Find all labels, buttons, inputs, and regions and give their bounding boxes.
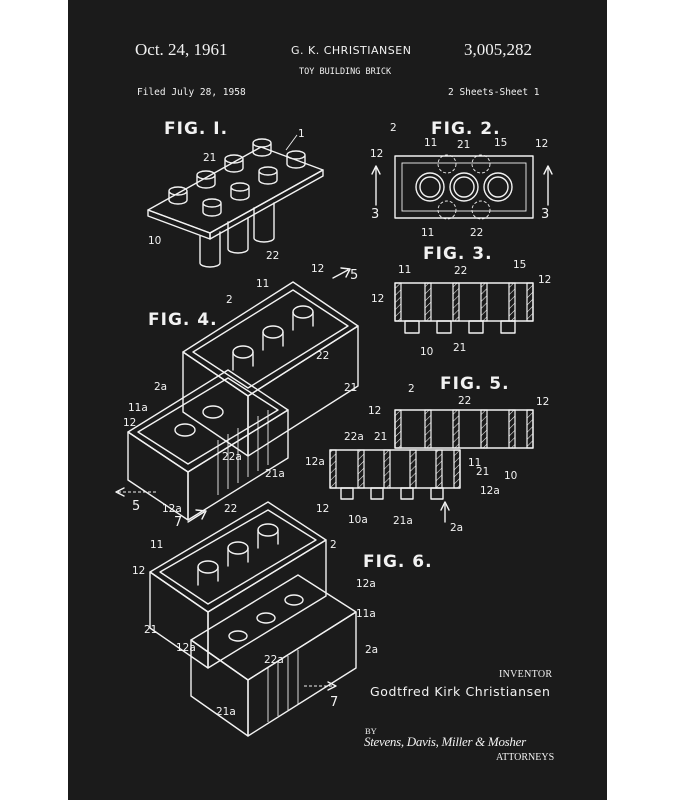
- fig4-ref-5-top: 5: [350, 268, 358, 283]
- fig5-section-stack: FIG. 5.: [305, 374, 549, 534]
- fig1-stud: [168, 186, 188, 205]
- fig4-ref-21: 21: [344, 382, 357, 394]
- fig3-ref-21: 21: [453, 342, 466, 354]
- fig2-ref-15: 15: [494, 137, 507, 149]
- fig2-ref-11-top: 11: [424, 137, 437, 149]
- sheet-count: 2 Sheets-Sheet 1: [448, 87, 540, 98]
- fig1-stud: [196, 170, 216, 189]
- attorneys-signature: Stevens, Davis, Miller & Mosher: [364, 734, 526, 749]
- fig5-ref-2a: 2a: [450, 522, 463, 534]
- fig5-ref-12-left: 12: [368, 405, 381, 417]
- fig4-ref-21a: 21a: [265, 468, 285, 480]
- fig5-ref-12-right: 12: [536, 396, 549, 408]
- fig6-ref-12: 12: [316, 503, 329, 515]
- fig6-ref-12-left: 12: [132, 565, 145, 577]
- fig6-ref-11a: 11a: [356, 608, 376, 620]
- fig6-ref-2: 2: [330, 539, 337, 551]
- fig5-ref-21: 21: [476, 466, 489, 478]
- patent-sheet: Oct. 24, 1961 G. K. CHRISTIANSEN 3,005,2…: [68, 0, 607, 800]
- filed-date: Filed July 28, 1958: [137, 87, 246, 98]
- patent-date: Oct. 24, 1961: [135, 40, 228, 59]
- fig5-ref-2: 2: [408, 383, 415, 395]
- inventor-full-name: Godtfred Kirk Christiansen: [370, 684, 551, 699]
- fig3-ref-12-right: 12: [538, 274, 551, 286]
- fig4-ref-22a: 22a: [222, 451, 242, 463]
- fig1-ref-10: 10: [148, 235, 161, 247]
- inventor-label: INVENTOR: [499, 669, 553, 680]
- fig6-ref-11: 11: [150, 539, 163, 551]
- fig2-ref-21: 21: [457, 139, 470, 151]
- fig1-stud: [230, 182, 250, 201]
- fig2-ref-12-left: 12: [370, 148, 383, 160]
- patent-drawings: FIG. I. 21 1 10 22 FIG. 2.: [115, 119, 553, 737]
- fig1-label: FIG. I.: [164, 119, 228, 139]
- fig2-label: FIG. 2.: [431, 119, 501, 139]
- fig2-ref-12-right: 12: [535, 138, 548, 150]
- fig5-ref-12a-left: 12a: [305, 456, 325, 468]
- fig1-stud: [258, 166, 278, 185]
- patent-number: 3,005,282: [464, 40, 532, 59]
- fig2-ref-11-bottom: 11: [421, 227, 434, 239]
- fig1-ref-22: 22: [266, 250, 279, 262]
- fig6-ref-21: 21: [144, 624, 157, 636]
- fig4-ref-12: 12: [311, 263, 324, 275]
- fig2-ref-2: 2: [390, 122, 397, 134]
- fig5-ref-21: 21: [374, 431, 387, 443]
- by-label: BY: [365, 726, 377, 736]
- fig1-stud: [224, 154, 244, 173]
- fig3-ref-22: 22: [454, 265, 467, 277]
- fig6-ref-21a: 21a: [216, 706, 236, 718]
- fig1-ref-21: 21: [203, 152, 216, 164]
- fig2-top-view: FIG. 2. 3 3 2 12 12 11 21 15 11: [370, 119, 553, 239]
- inventor-header: G. K. CHRISTIANSEN: [291, 44, 412, 57]
- fig4-ref-11a: 11a: [128, 402, 148, 414]
- fig3-label: FIG. 3.: [423, 244, 493, 264]
- fig6-ref-7-top: 7: [174, 515, 182, 530]
- fig5-ref-10a: 10a: [348, 514, 368, 526]
- fig3-section-view: FIG. 3. 11 22 15 12 12 10 21: [371, 244, 551, 358]
- fig2-ref-3-left: 3: [371, 207, 379, 222]
- patent-title: TOY BUILDING BRICK: [299, 67, 392, 77]
- fig1-stud: [286, 150, 306, 169]
- fig5-ref-10: 10: [504, 470, 517, 482]
- fig6-ref-12a-left: 12a: [176, 642, 196, 654]
- fig1-brick-drawing: FIG. I. 21 1 10 22: [147, 119, 324, 268]
- fig1-stud: [202, 198, 222, 217]
- fig4-ref-12: 12: [123, 417, 136, 429]
- fig2-ref-3-right: 3: [541, 207, 549, 222]
- fig6-ref-22: 22: [224, 503, 237, 515]
- fig6-ref-22a: 22a: [264, 654, 284, 666]
- fig4-ref-2a: 2a: [154, 381, 167, 393]
- fig5-ref-11: 11: [468, 457, 481, 469]
- fig2-ref-22: 22: [470, 227, 483, 239]
- fig3-ref-15: 15: [513, 259, 526, 271]
- fig3-ref-11: 11: [398, 264, 411, 276]
- fig4-stacked-bricks: FIG. 4.: [115, 263, 359, 521]
- fig4-ref-2: 2: [226, 294, 233, 306]
- fig3-ref-10: 10: [420, 346, 433, 358]
- fig4-ref-11: 11: [256, 278, 269, 290]
- fig6-ref-7-bottom: 7: [330, 695, 338, 710]
- fig5-ref-12a-right: 12a: [480, 485, 500, 497]
- fig4-ref-22: 22: [316, 350, 329, 362]
- fig6-ref-12a-right: 12a: [356, 578, 376, 590]
- fig5-label: FIG. 5.: [440, 374, 510, 394]
- fig4-ref-5-bottom: 5: [132, 499, 140, 514]
- fig1-stud: [252, 138, 272, 157]
- fig1-ref-1: 1: [298, 128, 305, 140]
- fig6-label: FIG. 6.: [363, 552, 433, 572]
- fig6-offset-bricks: FIG. 6.: [132, 501, 433, 737]
- fig4-label: FIG. 4.: [148, 310, 218, 330]
- fig5-ref-21a: 21a: [393, 515, 413, 527]
- fig4-ref-12a: 12a: [162, 503, 182, 515]
- fig3-ref-12-left: 12: [371, 293, 384, 305]
- fig6-ref-2a: 2a: [365, 644, 378, 656]
- fig5-ref-22a: 22a: [344, 431, 364, 443]
- attorneys-label: ATTORNEYS: [496, 752, 555, 763]
- fig5-ref-22: 22: [458, 395, 471, 407]
